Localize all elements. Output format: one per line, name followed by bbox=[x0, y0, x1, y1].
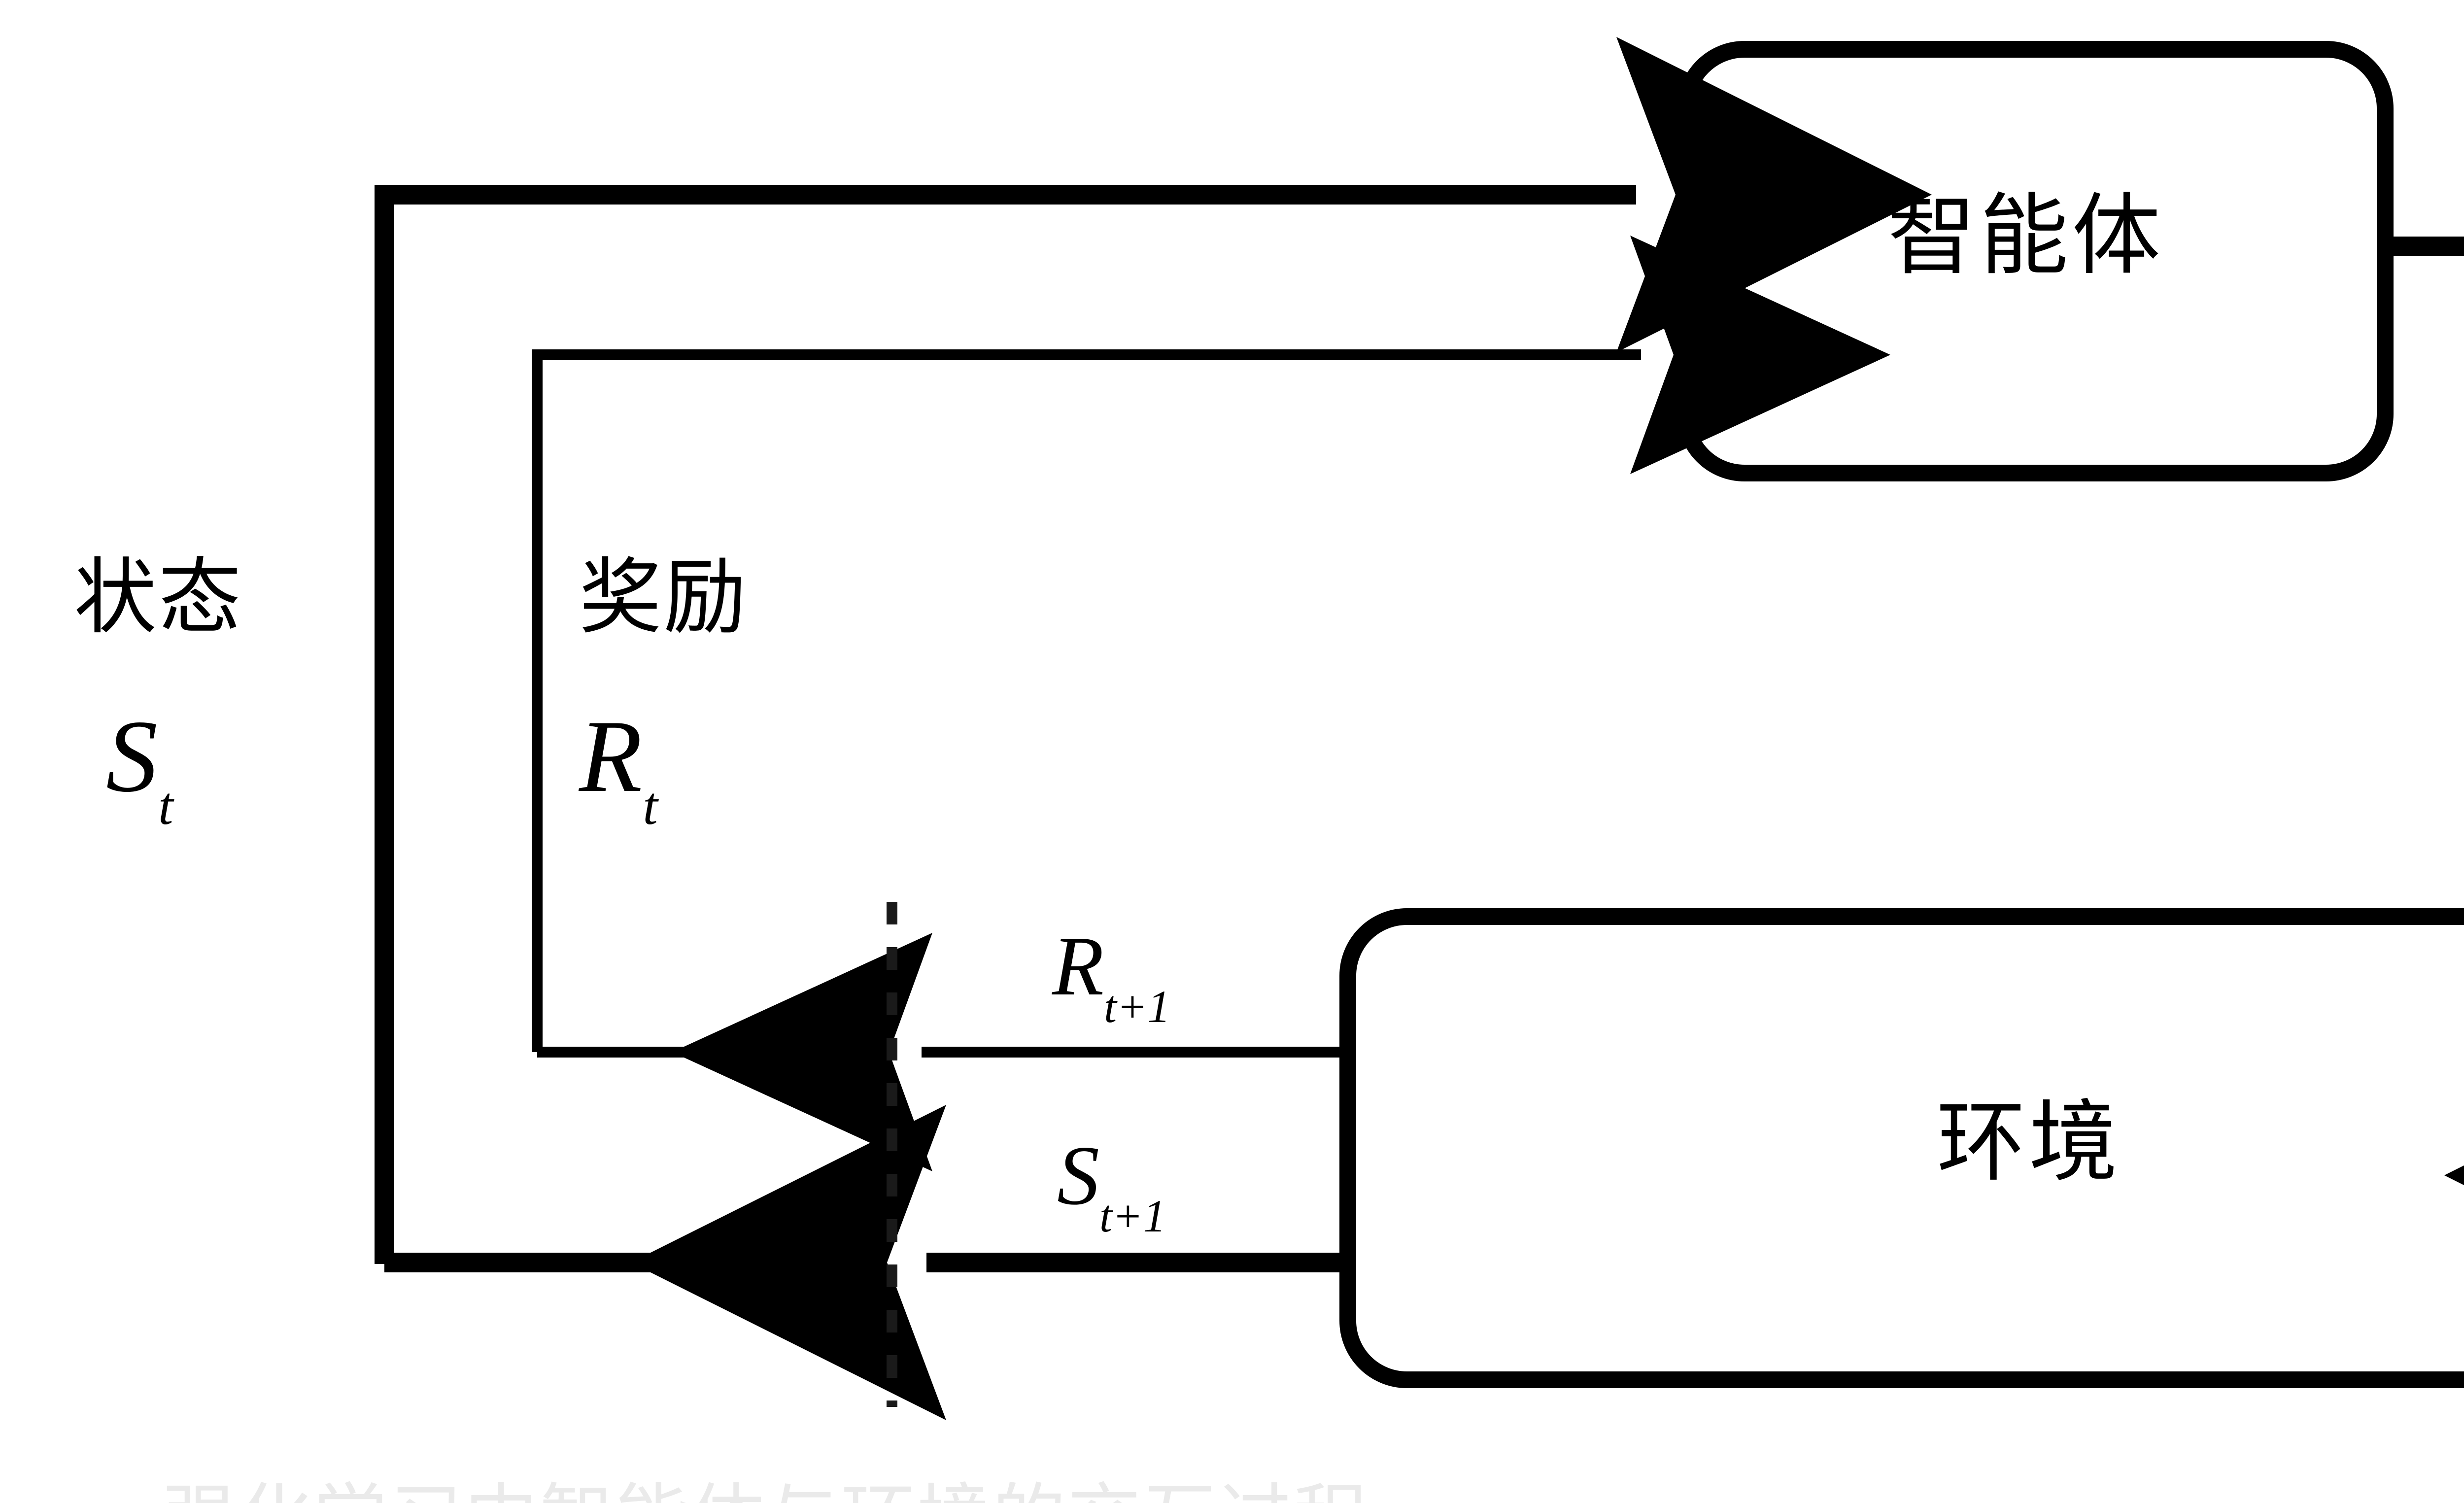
reward-word-label: 奖励 bbox=[579, 552, 748, 644]
next-state-symbol-sub: t+1 bbox=[1099, 1191, 1166, 1242]
reward-symbol-label: Rt bbox=[579, 705, 658, 833]
environment-box[interactable] bbox=[1339, 908, 2464, 1388]
next-state-symbol-base: S bbox=[1057, 1129, 1099, 1223]
edge-state-path bbox=[375, 37, 1932, 1264]
environment-label: 环境 bbox=[1937, 1094, 2122, 1192]
next-reward-symbol-sub: t+1 bbox=[1104, 981, 1170, 1032]
next-state-symbol-label: St+1 bbox=[1057, 1133, 1166, 1239]
edge-reward-path bbox=[532, 236, 1890, 1052]
state-symbol-base: S bbox=[106, 699, 158, 814]
state-symbol-label: St bbox=[106, 705, 173, 833]
agent-label: 智能体 bbox=[1887, 187, 2164, 285]
reward-symbol-sub: t bbox=[643, 776, 658, 836]
figure-caption: 强化学习中智能体与环境的交互过程 bbox=[163, 1459, 1369, 1503]
state-word-label: 状态 bbox=[74, 552, 243, 644]
next-reward-symbol-base: R bbox=[1052, 920, 1104, 1013]
next-reward-symbol-label: Rt+1 bbox=[1052, 924, 1170, 1030]
state-symbol-sub: t bbox=[158, 776, 173, 836]
reward-symbol-base: R bbox=[579, 699, 643, 814]
